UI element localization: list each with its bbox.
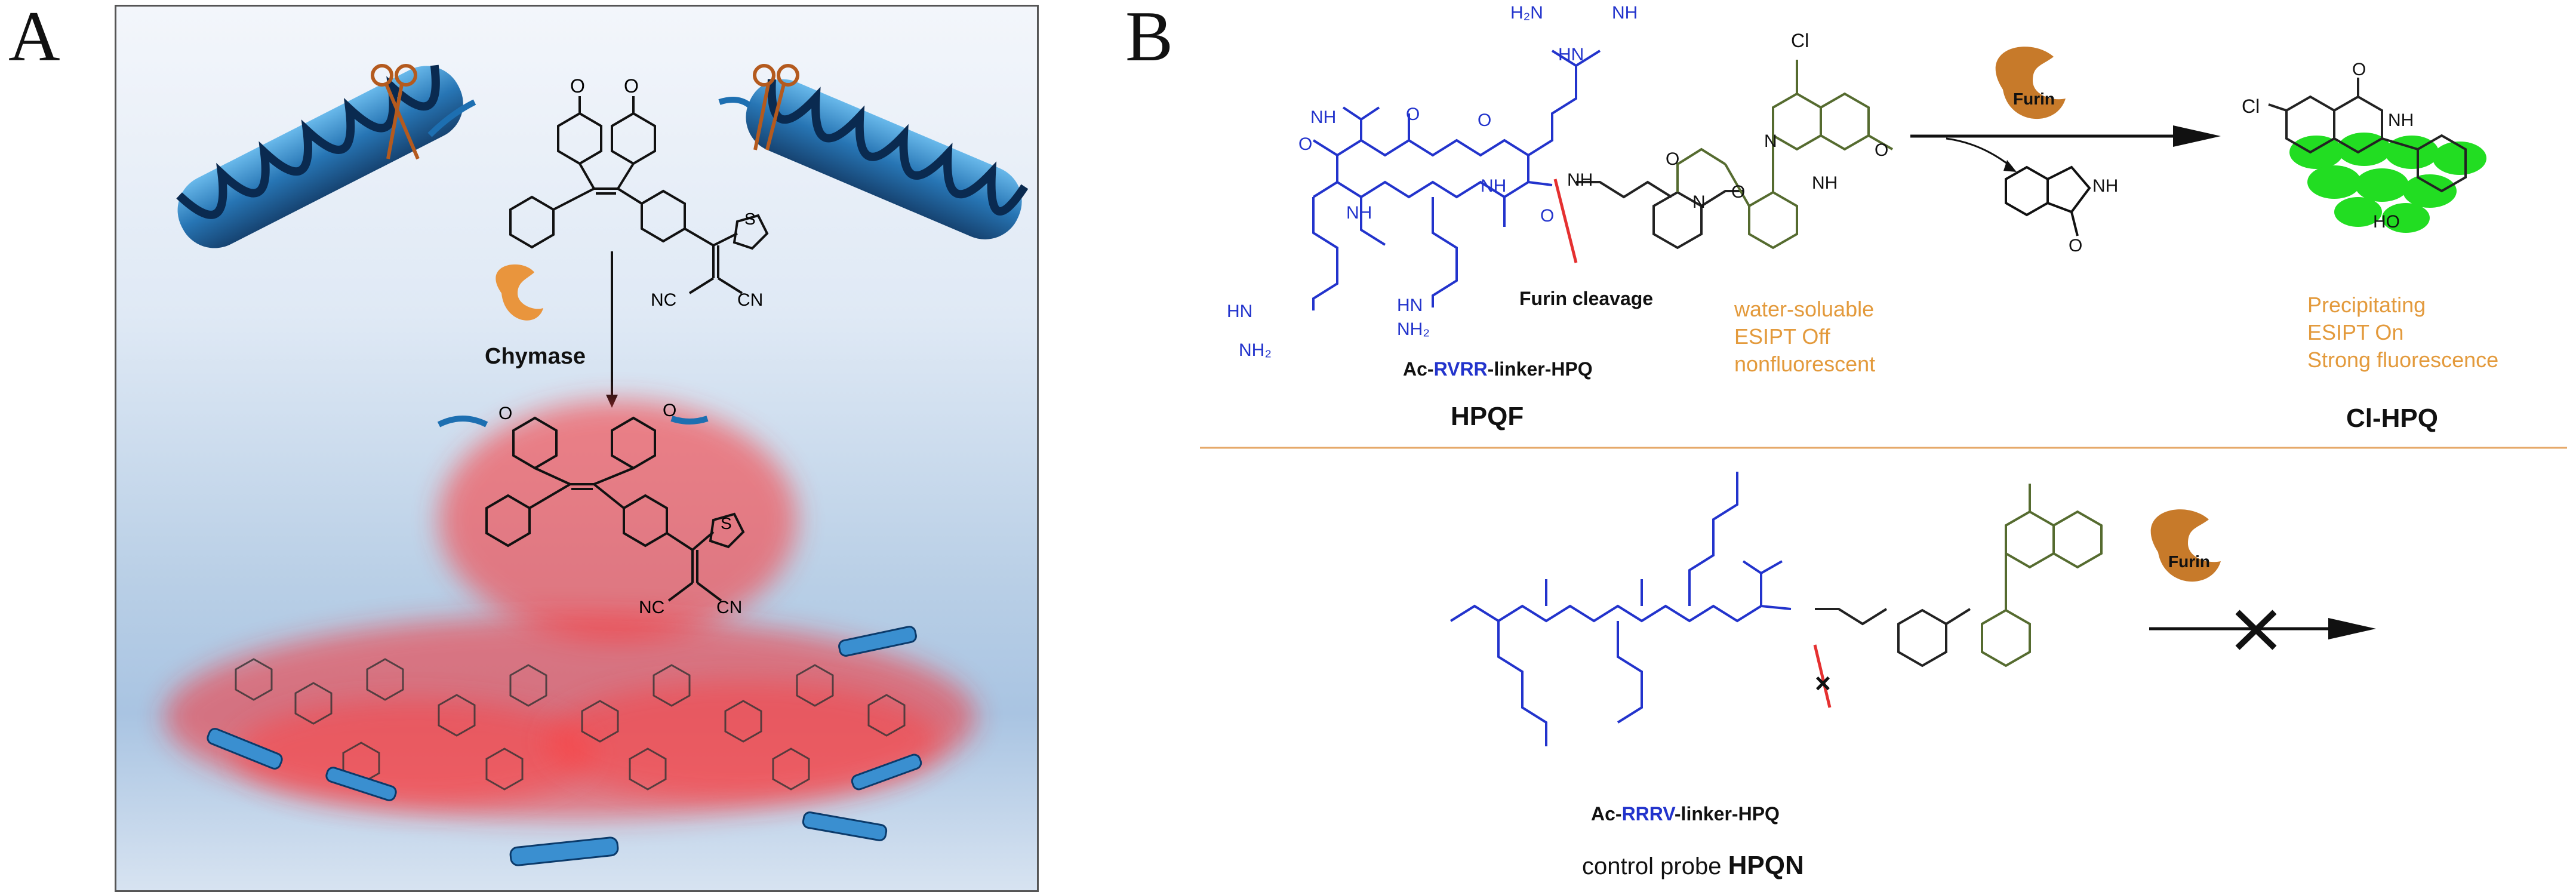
- property-fluorescence: nonfluorescent: [1734, 352, 1876, 376]
- atom-o-1: O: [1298, 134, 1313, 154]
- released-aie-glow: [439, 401, 797, 639]
- atom-hn-guan-left: HN: [1227, 302, 1253, 321]
- sequence-suffix: -linker-HPQ: [1487, 358, 1593, 380]
- atom-cl: Cl: [1791, 30, 1809, 51]
- atom-nc-bottom: NC: [639, 598, 665, 617]
- furin-enzyme-icon-bottom: [2150, 509, 2221, 582]
- hpqf-name: HPQF: [1451, 402, 1524, 431]
- atom-nc-top: NC: [651, 290, 677, 310]
- atom-nh-amide-1: NH: [1310, 107, 1337, 127]
- sequence-prefix: Ac-: [1403, 358, 1434, 380]
- atom-nh-amide-3: NH: [1567, 170, 1593, 190]
- atom-o-bottom-right: O: [663, 401, 677, 420]
- furin-label-bottom: Furin: [2168, 552, 2210, 571]
- property-strong-fluorescence: Strong fluorescence: [2307, 347, 2499, 372]
- atom-n-pip: N: [1692, 192, 1706, 212]
- atom-hn-guan-mid: HN: [1397, 296, 1423, 315]
- atom-nh-byproduct: NH: [2092, 176, 2119, 196]
- atom-o-right: O: [624, 75, 639, 97]
- atom-nh-product: NH: [2388, 110, 2414, 130]
- furin-enzyme-icon-top: [1995, 47, 2066, 119]
- no-cleavage-mark: [1813, 644, 1832, 708]
- atom-o-bottom-left: O: [498, 404, 513, 423]
- atom-nh-quin: NH: [1812, 173, 1838, 193]
- helix-right: [746, 79, 1029, 239]
- released-tpe-structure: [485, 416, 745, 602]
- hpqn-linker-hpq: [1815, 608, 1971, 668]
- atom-nh-top: NH: [1612, 3, 1638, 23]
- sequence-residues: RVRR: [1433, 358, 1488, 380]
- atom-ho-product: HO: [2373, 212, 2400, 232]
- svg-text:×: ×: [1815, 668, 1831, 699]
- hpqn-caption: control probe HPQN: [1582, 851, 1804, 881]
- control-sequence-prefix: Ac-: [1591, 803, 1622, 825]
- chymase-enzyme-icon: [495, 264, 543, 321]
- control-sequence-suffix: -linker-HPQ: [1674, 803, 1780, 825]
- hpqn-peptide: [1449, 472, 1792, 746]
- atom-n-quin: N: [1764, 131, 1777, 151]
- property-esipt: ESIPT Off: [1734, 324, 1830, 349]
- hpqf-linker-hpq: [1576, 180, 1743, 250]
- atom-o-carb: O: [1666, 149, 1680, 169]
- panel-a-illustration: Chymase O O S NC CN O O S NC CN: [115, 5, 1039, 892]
- atom-s-bottom: S: [721, 514, 732, 533]
- product-name: Cl-HPQ: [2346, 404, 2438, 433]
- control-caption-name: HPQN: [1728, 851, 1804, 880]
- control-caption-prefix: control probe: [1582, 853, 1728, 879]
- atom-o-carb2: O: [1731, 182, 1746, 202]
- cleavage-mark: [1553, 179, 1578, 263]
- product-structure: [2268, 78, 2467, 193]
- byproduct-structure: [2005, 165, 2091, 236]
- helix-left: [176, 64, 463, 248]
- atom-o-4: O: [1540, 206, 1555, 226]
- atom-cn-top: CN: [737, 290, 764, 310]
- atom-nh-2: NH: [1346, 203, 1372, 223]
- hpqn-sequence: Ac-RRRV-linker-HPQ: [1591, 803, 1780, 825]
- atom-nh2-guan-mid: NH₂: [1397, 319, 1430, 339]
- blocked-reaction-icon: [2235, 610, 2277, 650]
- product-properties: Precipitating ESIPT On Strong fluorescen…: [2307, 291, 2498, 374]
- atom-o-product: O: [2352, 60, 2366, 79]
- small-helix-fragments: [207, 626, 922, 866]
- scissors-icon-right: [753, 64, 799, 150]
- hpqf-properties: water-soluable ESIPT Off nonfluorescent: [1734, 296, 1875, 378]
- hpqn-quinazolinone: [1981, 484, 2103, 668]
- atom-cl-product: Cl: [2242, 96, 2260, 117]
- atom-s-top: S: [744, 210, 756, 228]
- atom-hn-1: HN: [1558, 45, 1584, 64]
- property-esipt-on: ESIPT On: [2307, 320, 2404, 345]
- atom-o-quin: O: [1875, 140, 1889, 160]
- furin-cleavage-label: Furin cleavage: [1519, 288, 1654, 309]
- chymase-label: Chymase: [485, 344, 586, 369]
- furin-label-top: Furin: [2013, 90, 2055, 108]
- hpqf-quinazolinone: [1676, 60, 1893, 250]
- atom-cn-bottom: CN: [716, 598, 743, 617]
- property-solubility: water-soluable: [1734, 297, 1875, 321]
- atom-nh-amide-2: NH: [1481, 176, 1507, 196]
- scissors-icon-left: [371, 64, 420, 160]
- control-sequence-residues: RRRV: [1621, 803, 1675, 825]
- tpe-probe-structure: [509, 96, 769, 294]
- panel-b-label: B: [1125, 0, 1174, 76]
- atom-o-left: O: [570, 75, 585, 97]
- panel-a-svg: [164, 64, 1029, 866]
- hpqf-sequence: Ac-RVRR-linker-HPQ: [1403, 358, 1593, 380]
- atom-o-3: O: [1478, 110, 1492, 130]
- atom-nh2-guan-left: NH₂: [1239, 340, 1272, 360]
- atom-o-byproduct: O: [2069, 236, 2083, 256]
- panel-a-label: A: [8, 0, 60, 76]
- atom-h2n-top: H₂N: [1510, 3, 1543, 23]
- atom-o-2: O: [1406, 104, 1420, 124]
- hpqf-peptide: [1312, 50, 1601, 310]
- property-precipitating: Precipitating: [2307, 293, 2426, 317]
